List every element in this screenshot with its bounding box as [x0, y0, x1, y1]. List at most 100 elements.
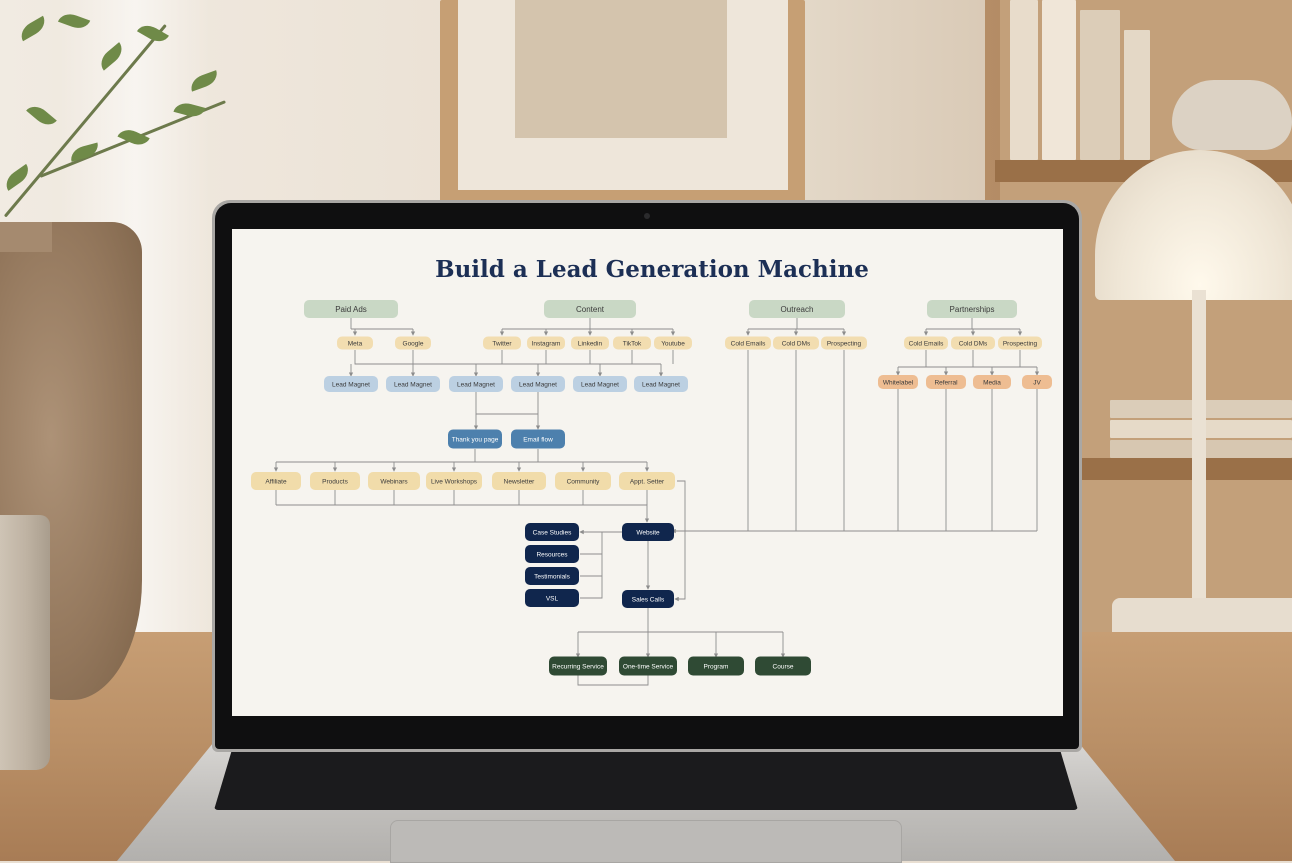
lead-magnet-label: Lead Magnet — [394, 381, 432, 388]
partner-type-referral-box — [926, 375, 966, 389]
category-partnerships-box — [927, 300, 1017, 318]
partner-type-whitelabel-label: Whitelabel — [883, 379, 914, 386]
outreach-cold-dms: Cold DMs — [773, 336, 819, 350]
category-content: Content — [544, 300, 636, 318]
partner-cold-emails: Cold Emails — [904, 336, 948, 350]
proof-case-studies-label: Case Studies — [533, 529, 572, 536]
partner-cold-dms-label: Cold DMs — [959, 340, 988, 347]
outreach-prospecting-label: Prospecting — [827, 340, 862, 347]
lead-magnet: Lead Magnet — [573, 376, 627, 392]
channel-youtube: Youtube — [654, 336, 692, 350]
email-flow-label: Email flow — [523, 436, 553, 443]
lead-magnet: Lead Magnet — [386, 376, 440, 392]
connector-line — [580, 553, 602, 577]
category-paid-ads: Paid Ads — [304, 300, 398, 318]
nurture-community: Community — [555, 472, 611, 490]
partner-prospecting-label: Prospecting — [1003, 340, 1038, 347]
partner-type-media-label: Media — [983, 379, 1001, 386]
nurture-appt-setter: Appt. Setter — [619, 472, 675, 490]
channel-tiktok-box — [613, 336, 651, 350]
offer-program: Program — [688, 656, 744, 676]
category-partnerships: Partnerships — [927, 300, 1017, 318]
partner-type-whitelabel: Whitelabel — [878, 375, 918, 389]
category-outreach: Outreach — [749, 300, 845, 318]
keyboard — [214, 752, 1078, 810]
channel-google-box — [395, 336, 431, 350]
connector-line — [354, 350, 661, 365]
lead-magnet-box — [573, 376, 627, 392]
outreach-prospecting-box — [821, 336, 867, 350]
nurture-live-workshops-box — [426, 472, 482, 490]
framed-artwork — [515, 0, 727, 138]
outreach-cold-dms-box — [773, 336, 819, 350]
offer-one-time-service: One-time Service — [619, 656, 677, 676]
category-content-label: Content — [576, 305, 605, 314]
shelf-board — [1075, 458, 1292, 480]
nurture-appt-setter-box — [619, 472, 675, 490]
partner-type-media: Media — [973, 375, 1011, 389]
partner-type-jv: JV — [1022, 375, 1052, 389]
lead-magnet: Lead Magnet — [449, 376, 503, 392]
offer-course: Course — [755, 656, 811, 676]
book — [1042, 0, 1076, 160]
partner-type-whitelabel-box — [878, 375, 918, 389]
nurture-affiliate-box — [251, 472, 301, 490]
proof-vsl-label: VSL — [546, 595, 559, 602]
offer-program-box — [688, 656, 744, 676]
nurture-products-box — [310, 472, 360, 490]
partner-cold-emails-label: Cold Emails — [909, 340, 944, 347]
partner-prospecting-box — [998, 336, 1042, 350]
channel-twitter-label: Twitter — [492, 340, 512, 347]
proof-case-studies: Case Studies — [525, 523, 579, 541]
category-outreach-label: Outreach — [781, 305, 814, 314]
connector-line — [580, 532, 603, 599]
lead-magnet-box — [324, 376, 378, 392]
outreach-prospecting: Prospecting — [821, 336, 867, 350]
email-flow: Email flow — [511, 429, 565, 449]
offer-one-time-service-label: One-time Service — [623, 663, 674, 670]
lead-magnet-box — [449, 376, 503, 392]
nurture-webinars-box — [368, 472, 420, 490]
lead-magnet: Lead Magnet — [511, 376, 565, 392]
lead-magnet: Lead Magnet — [324, 376, 378, 392]
offer-recurring-service-box — [549, 656, 607, 676]
thank-you-page: Thank you page — [448, 429, 502, 449]
connector-line — [475, 392, 539, 415]
offer-recurring-service-label: Recurring Service — [552, 663, 604, 670]
channel-instagram-label: Instagram — [532, 340, 561, 347]
proof-vsl-box — [525, 589, 579, 607]
nurture-newsletter-box — [492, 472, 546, 490]
proof-vsl: VSL — [525, 589, 579, 607]
nurture-products-label: Products — [322, 478, 348, 485]
channel-twitter: Twitter — [483, 336, 521, 350]
ceramic-bowl — [1172, 80, 1292, 150]
nurture-newsletter-label: Newsletter — [504, 478, 536, 485]
nurture-newsletter: Newsletter — [492, 472, 546, 490]
category-paid-ads-label: Paid Ads — [335, 305, 367, 314]
sales-calls-node-box — [622, 590, 674, 608]
channel-linkedin-box — [571, 336, 609, 350]
proof-testimonials-label: Testimonials — [534, 573, 571, 580]
nurture-webinars: Webinars — [368, 472, 420, 490]
channel-youtube-box — [654, 336, 692, 350]
website-node-label: Website — [636, 529, 660, 536]
proof-resources: Resources — [525, 545, 579, 563]
thank-you-page-label: Thank you page — [452, 436, 499, 443]
sales-calls-node-label: Sales Calls — [632, 596, 665, 603]
proof-testimonials: Testimonials — [525, 567, 579, 585]
connector-line — [474, 449, 539, 462]
partner-cold-dms: Cold DMs — [951, 336, 995, 350]
lamp-stem — [1192, 290, 1206, 610]
partner-cold-dms-box — [951, 336, 995, 350]
channel-google: Google — [395, 336, 431, 350]
proof-resources-box — [525, 545, 579, 563]
partner-type-referral: Referral — [926, 375, 966, 389]
partner-type-jv-label: JV — [1033, 379, 1041, 386]
connector-line — [276, 504, 650, 523]
channel-tiktok: TikTok — [613, 336, 651, 350]
partner-prospecting: Prospecting — [998, 336, 1042, 350]
thank-you-page-box — [448, 429, 502, 449]
